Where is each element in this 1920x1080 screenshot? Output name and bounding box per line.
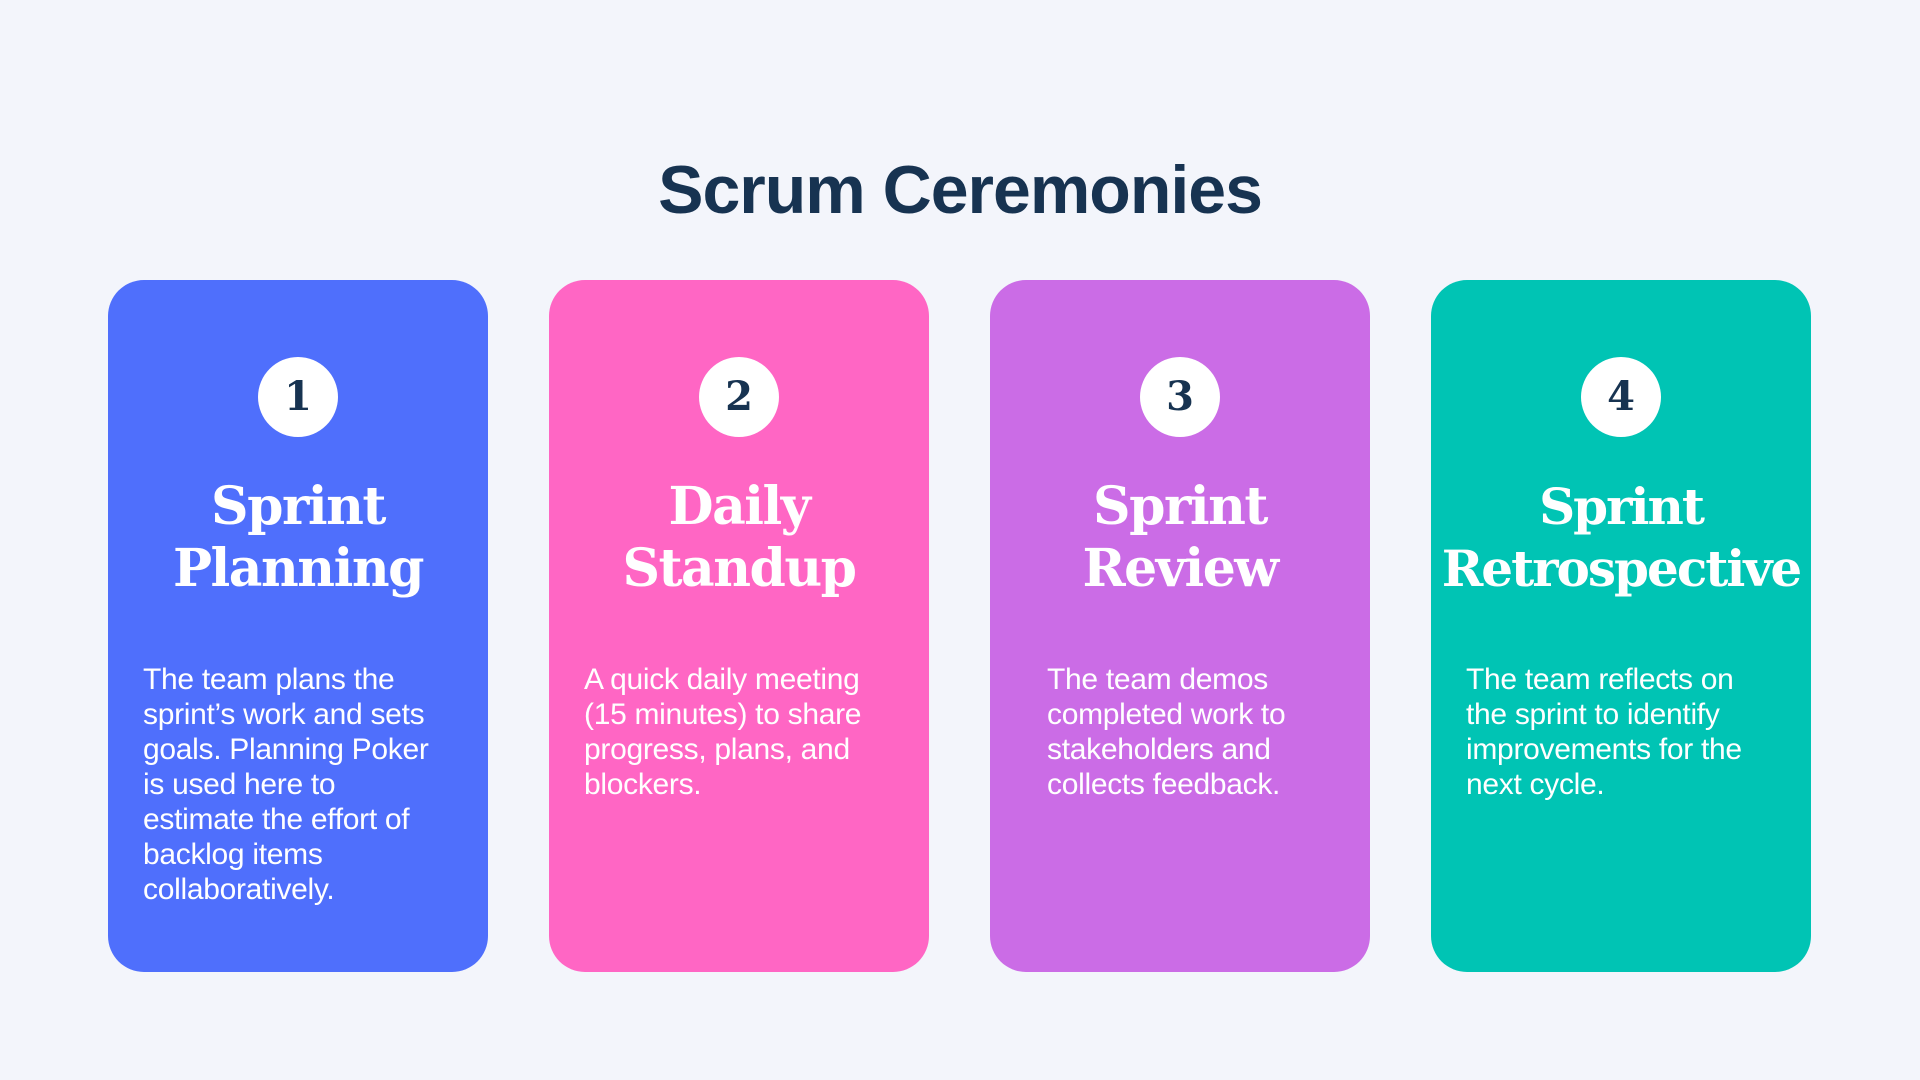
card-description-line: sprint’s work and sets — [143, 698, 425, 731]
card-title: Sprint Retrospective — [1401, 476, 1841, 600]
slide-title: Scrum Ceremonies — [658, 151, 1263, 228]
card-description-line: The team demos — [1047, 663, 1268, 696]
card-title-line: Review — [1082, 538, 1279, 599]
card-title-line: Sprint — [211, 476, 386, 537]
card-description: The team plans the sprint’s work and set… — [143, 662, 463, 907]
card-sprint-review: 3 Sprint Review The team demos completed… — [990, 280, 1370, 972]
ceremony-cards: 1 Sprint Planning The team plans the spr… — [108, 280, 1812, 972]
card-description-line: goals. Planning Poker — [143, 733, 429, 766]
card-description-line: The team plans the — [143, 663, 395, 696]
card-description-line: The team reflects on — [1466, 663, 1734, 696]
card-description: The team reflects on the sprint to ident… — [1466, 662, 1796, 802]
card-title-line: Standup — [622, 538, 857, 599]
card-title-line: Retrospective — [1441, 539, 1802, 598]
card-sprint-retrospective: 4 Sprint Retrospective The team reflects… — [1431, 280, 1811, 972]
card-title-line: Sprint — [1093, 476, 1268, 537]
card-title: Daily Standup — [539, 476, 939, 600]
card-description: The team demos completed work to stakeho… — [1047, 662, 1347, 802]
number-badge: 2 — [699, 357, 779, 437]
card-description-line: the sprint to identify — [1466, 698, 1720, 731]
card-description-line: improvements for the — [1466, 733, 1742, 766]
card-description-line: collaboratively. — [143, 873, 335, 906]
card-title-line: Sprint — [1539, 477, 1705, 536]
card-description-line: blockers. — [584, 768, 702, 801]
card-description-line: (15 minutes) to share — [584, 698, 862, 731]
card-description-line: completed work to — [1047, 698, 1286, 731]
card-daily-standup: 2 Daily Standup A quick daily meeting (1… — [549, 280, 929, 972]
card-description-line: estimate the effort of — [143, 803, 410, 836]
card-description: A quick daily meeting (15 minutes) to sh… — [584, 662, 904, 802]
card-description-line: A quick daily meeting — [584, 663, 860, 696]
card-description-line: is used here to — [143, 768, 336, 801]
card-title-line: Daily — [668, 476, 811, 537]
card-title-line: Planning — [172, 538, 425, 599]
number-badge: 3 — [1140, 357, 1220, 437]
card-description-line: stakeholders and — [1047, 733, 1271, 766]
number-badge: 4 — [1581, 357, 1661, 437]
card-sprint-planning: 1 Sprint Planning The team plans the spr… — [108, 280, 488, 972]
number-badge: 1 — [258, 357, 338, 437]
card-title: Sprint Planning — [98, 476, 498, 600]
card-title: Sprint Review — [980, 476, 1380, 600]
card-description-line: progress, plans, and — [584, 733, 850, 766]
card-description-line: backlog items — [143, 838, 323, 871]
card-description-line: next cycle. — [1466, 768, 1605, 801]
card-description-line: collects feedback. — [1047, 768, 1281, 801]
